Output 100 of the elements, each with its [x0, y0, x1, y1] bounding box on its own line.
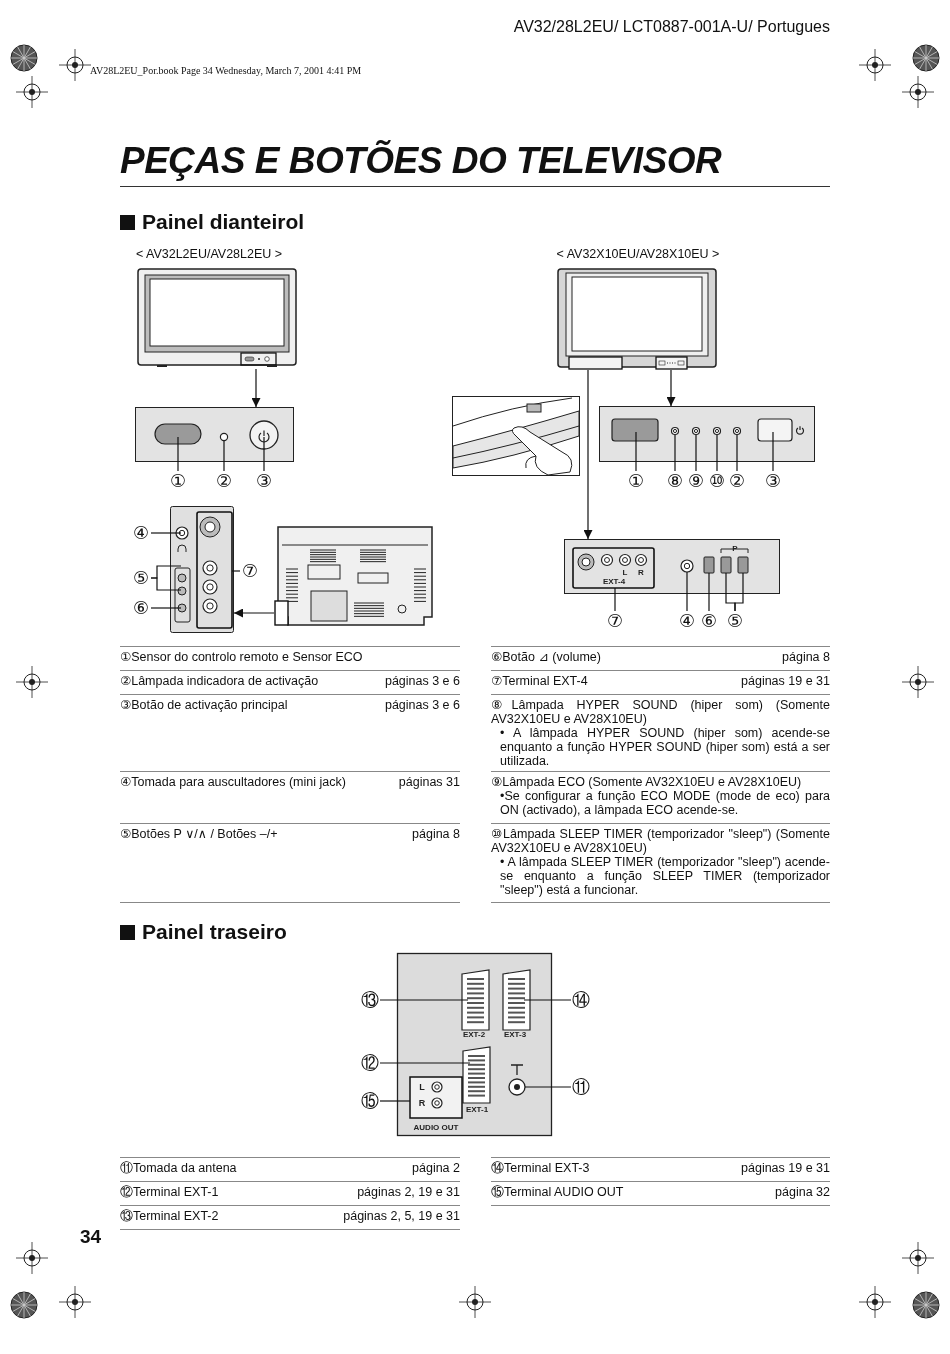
leader-line — [674, 434, 676, 472]
leader-line — [150, 577, 182, 591]
callout-number: ⑧ — [665, 471, 685, 491]
part-description: ②Lâmpada indicadora de activação — [120, 674, 320, 688]
page-reference: páginas 19 e 31 — [741, 674, 830, 688]
leader-line — [379, 999, 469, 1001]
section-heading: Painel dianteirol — [142, 210, 305, 234]
leader-line — [263, 436, 265, 472]
leader-line — [635, 431, 637, 472]
leader-line — [708, 572, 710, 612]
tv-front-drawing — [557, 268, 717, 370]
page-reference: páginas 19 e 31 — [741, 1161, 830, 1175]
page-reference: página 8 — [412, 827, 460, 841]
page-reference: páginas 3 e 6 — [384, 674, 460, 688]
port-label: R — [638, 569, 644, 577]
arrow — [251, 368, 261, 408]
page-reference: páginas 2, 5, 19 e 31 — [343, 1209, 460, 1223]
leader-line — [379, 1062, 471, 1064]
callout-number: ③ — [254, 471, 274, 491]
leader-line — [734, 572, 744, 612]
part-description: ⑪Tomada da antena — [120, 1161, 238, 1175]
callout-number: ⑦ — [605, 611, 625, 631]
front-panel-drawing — [599, 406, 815, 462]
part-description: ⑭Terminal EXT-3 — [491, 1161, 591, 1175]
callout-number: ⑤ — [725, 611, 745, 631]
part-description: ⑩Lâmpada SLEEP TIMER (temporizador "sleep") (Somente AV32X10EU e AV28X10EU) — [491, 827, 830, 855]
callout-number: ⑤ — [131, 568, 151, 588]
leader-line — [772, 431, 774, 472]
page-number: 34 — [80, 1226, 102, 1248]
leader-line — [231, 570, 241, 572]
arrow — [666, 369, 676, 407]
model-label: < AV32L2EU/AV28L2EU > — [134, 247, 284, 261]
callout-number: ② — [214, 471, 234, 491]
tv-front-drawing — [137, 267, 297, 369]
callout-number: ④ — [677, 611, 697, 631]
callout-number: ⑨ — [686, 471, 706, 491]
rear-panel-drawing — [397, 953, 552, 1136]
callout-number: ① — [168, 471, 188, 491]
part-description: ⑦Terminal EXT-4 — [491, 674, 589, 688]
leader-line — [150, 607, 182, 609]
callout-number: ⑭ — [571, 990, 591, 1010]
model-label: < AV32X10EU/AV28X10EU > — [555, 247, 721, 261]
part-description: ①Sensor do controlo remoto e Sensor ECO — [120, 650, 364, 664]
leader-line — [223, 440, 225, 472]
tv-back-drawing — [274, 525, 436, 626]
page-reference: páginas 31 — [398, 775, 460, 789]
callout-number: ③ — [763, 471, 783, 491]
callout-number: ⑪ — [571, 1077, 591, 1097]
leader-line — [150, 532, 182, 534]
leader-line — [524, 1086, 572, 1088]
port-label: P — [732, 545, 738, 553]
leader-line — [177, 436, 179, 472]
arrow — [233, 608, 275, 618]
callout-number: ⑫ — [360, 1053, 380, 1073]
document-code: AV32/28L2EU/ LCT0887-001A-U/ Portugues — [513, 18, 830, 36]
port-label: L — [419, 1082, 425, 1092]
leader-line — [614, 587, 616, 612]
part-description: ⑨Lâmpada ECO (Somente AV32X10EU e AV28X10EU) — [491, 775, 803, 789]
arrow — [583, 369, 593, 540]
port-label: EXT-4 — [602, 578, 626, 586]
part-description: ⑧Lâmpada HYPER SOUND (hiper som) (Somente AV32X10EU e AV28X10EU) — [491, 698, 830, 726]
leader-line — [695, 434, 697, 472]
leader-line — [736, 434, 738, 472]
page-title: PEÇAS E BOTÕES DO TELEVISOR — [120, 138, 830, 187]
leader-line — [523, 999, 572, 1001]
part-description: ⑮Terminal AUDIO OUT — [491, 1185, 625, 1199]
callout-number: ⑥ — [131, 598, 151, 618]
port-label: EXT-3 — [503, 1031, 527, 1039]
callout-number: ④ — [131, 523, 151, 543]
print-info: AV28L2EU_Por.book Page 34 Wednesday, March 7, 2001 4:41 PM — [90, 65, 362, 76]
part-description: ⑬Terminal EXT-2 — [120, 1209, 220, 1223]
section-heading: Painel traseiro — [142, 920, 287, 944]
side-panel-drawing — [170, 506, 234, 633]
bullet-note: • A lâmpada SLEEP TIMER (temporizador "sleep") acende-se enquanto a função SLEEP TIMER (temporizador "sleep") está a funcionar. — [499, 855, 830, 897]
callout-number: ⑮ — [360, 1091, 380, 1111]
part-description: ③Botão de activação principal — [120, 698, 289, 712]
part-description: ⑫Terminal EXT-1 — [120, 1185, 220, 1199]
port-label: EXT-1 — [465, 1106, 489, 1114]
page-reference: página 2 — [412, 1161, 460, 1175]
callout-number: ⑥ — [699, 611, 719, 631]
callout-number: ⑩ — [707, 471, 727, 491]
bottom-panel-drawing — [564, 539, 780, 594]
port-label: L — [622, 569, 628, 577]
callout-number: ⑬ — [360, 990, 380, 1010]
front-panel-drawing — [135, 407, 294, 462]
part-description: ⑥Botão ⊿ (volume) — [491, 650, 602, 664]
bullet-note: • A lâmpada HYPER SOUND (hiper som) acende-se enquanto a função HYPER SOUND (hiper som) está a ser utilizada. — [499, 726, 830, 768]
port-label: R — [418, 1098, 426, 1108]
port-label: AUDIO OUT — [413, 1124, 459, 1132]
leader-line — [686, 571, 688, 612]
leader-line — [379, 1100, 411, 1102]
part-description: ⑤Botões P ∨/∧ / Botões –/+ — [120, 827, 279, 841]
page-reference: páginas 3 e 6 — [384, 698, 460, 712]
page-reference: páginas 2, 19 e 31 — [357, 1185, 460, 1199]
callout-number: ② — [727, 471, 747, 491]
callout-number: ① — [626, 471, 646, 491]
page-reference: página 8 — [782, 650, 830, 664]
port-label: EXT-2 — [462, 1031, 486, 1039]
leader-line — [716, 434, 718, 472]
bullet-note: •Se configurar a função ECO MODE (mode de eco) para ON (activado), a lâmpada ECO acende-se. — [499, 789, 830, 817]
